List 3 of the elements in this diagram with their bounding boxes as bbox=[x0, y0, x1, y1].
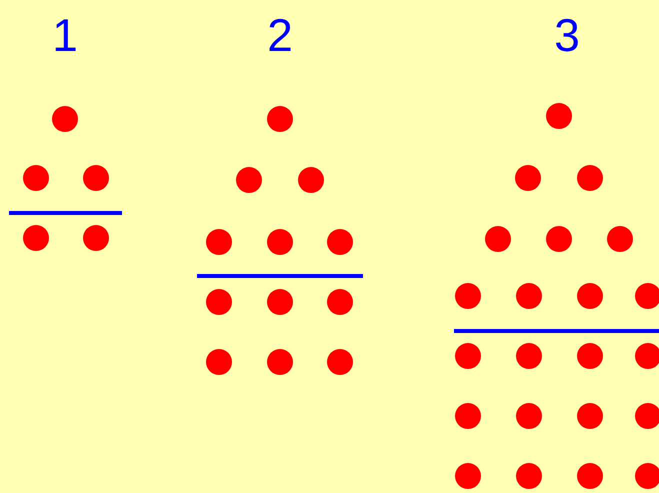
figure-number: 3 bbox=[554, 12, 580, 58]
figure-number: 2 bbox=[267, 12, 293, 58]
figure-number: 1 bbox=[52, 12, 78, 58]
